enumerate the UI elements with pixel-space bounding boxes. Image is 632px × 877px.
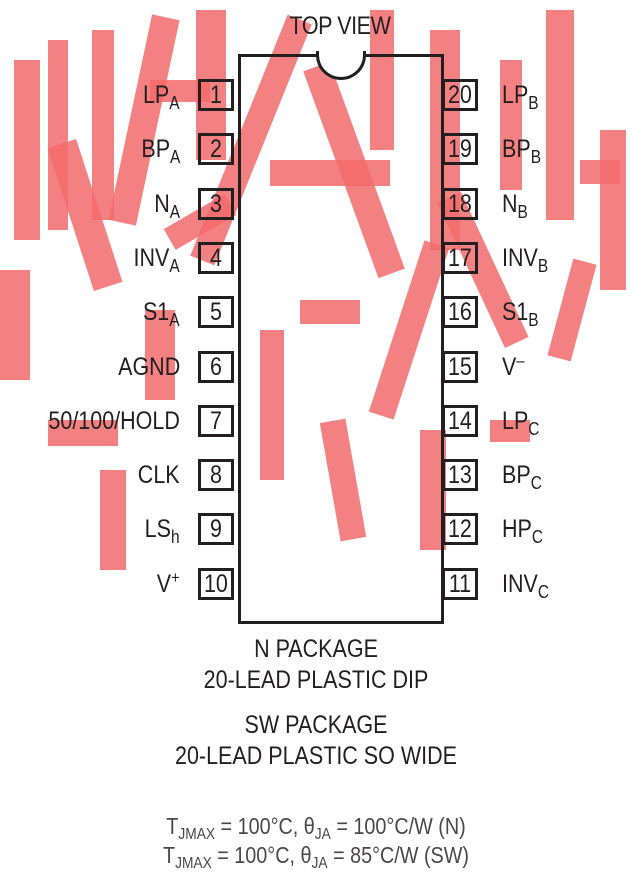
pin-7: 7 <box>198 405 234 437</box>
pin-10: 10 <box>198 568 234 600</box>
top-view-title: TOP VIEW <box>289 12 391 40</box>
pin-number: 12 <box>448 514 472 543</box>
pin-16: 16 <box>442 296 478 328</box>
pin-label-15: V– <box>502 351 525 381</box>
pin-label-17: INVB <box>502 244 549 276</box>
pin-label-12: HPC <box>502 515 544 547</box>
pin-12: 12 <box>442 513 478 545</box>
pin-1: 1 <box>198 79 234 111</box>
thermal-line-sw: TJMAX = 100°C, θJA = 85°C/W (SW) <box>162 842 470 872</box>
pin-5: 5 <box>198 296 234 328</box>
pin-label-9: LSh <box>145 515 180 547</box>
pin-label-1: LPA <box>143 81 180 113</box>
sw-package-info: SW PACKAGE 20-LEAD PLASTIC SO WIDE <box>0 710 632 772</box>
sw-package-name: SW PACKAGE <box>244 711 388 739</box>
pin-13: 13 <box>442 459 478 491</box>
pin-label-3: NA <box>154 190 180 222</box>
thermal-line-n: TJMAX = 100°C, θJA = 100°C/W (N) <box>166 813 466 843</box>
pin-6: 6 <box>198 351 234 383</box>
pin-17: 17 <box>442 242 478 274</box>
pin-label-10: V+ <box>157 568 180 598</box>
pin-label-13: BPC <box>502 461 542 493</box>
pin-label-18: NB <box>502 190 528 222</box>
pin-label-2: BPA <box>140 135 180 167</box>
pin-number: 1 <box>210 80 222 109</box>
pin-number: 4 <box>210 243 222 272</box>
n-package-name: N PACKAGE <box>254 635 378 663</box>
pin-4: 4 <box>198 242 234 274</box>
pin-label-4: INVA <box>133 244 180 276</box>
pin-number: 2 <box>210 134 222 163</box>
thermal-info: TJMAX = 100°C, θJA = 100°C/W (N) TJMAX =… <box>0 812 632 872</box>
pin-number: 6 <box>210 352 222 381</box>
pin-14: 14 <box>442 405 478 437</box>
pin-number: 5 <box>210 297 222 326</box>
pin-label-11: INVC <box>502 570 550 602</box>
pin-20: 20 <box>442 79 478 111</box>
n-package-info: N PACKAGE 20-LEAD PLASTIC DIP <box>0 634 632 696</box>
pin-label-19: BPB <box>502 135 542 167</box>
pin-label-7: 50/100/HOLD <box>48 407 180 435</box>
chip-body <box>238 54 444 624</box>
pin-11: 11 <box>442 568 478 600</box>
pin-number: 3 <box>210 189 222 218</box>
pin-18: 18 <box>442 188 478 220</box>
pin-3: 3 <box>198 188 234 220</box>
pin-number: 8 <box>210 460 222 489</box>
pin-number: 9 <box>210 514 222 543</box>
pin-number: 18 <box>448 189 472 218</box>
pin-label-20: LPB <box>502 81 539 113</box>
n-package-desc: 20-LEAD PLASTIC DIP <box>203 666 429 694</box>
sw-package-desc: 20-LEAD PLASTIC SO WIDE <box>175 742 457 770</box>
pin-label-5: S1A <box>143 298 180 330</box>
pin-19: 19 <box>442 133 478 165</box>
pin-label-14: LPC <box>502 407 540 439</box>
pin-number: 20 <box>448 80 472 109</box>
pin-label-8: CLK <box>138 461 180 489</box>
pin-number: 19 <box>448 134 472 163</box>
pin-label-6: AGND <box>117 353 180 381</box>
pin-number: 15 <box>448 352 472 381</box>
pin-number: 17 <box>448 243 472 272</box>
pin-number: 11 <box>448 569 472 598</box>
pin-2: 2 <box>198 133 234 165</box>
pin-label-16: S1B <box>502 298 539 330</box>
pin-number: 10 <box>204 569 228 598</box>
pin-8: 8 <box>198 459 234 491</box>
pin-15: 15 <box>442 351 478 383</box>
pin-number: 14 <box>448 406 472 435</box>
pin-number: 16 <box>448 297 472 326</box>
pin-number: 7 <box>210 406 222 435</box>
pin-9: 9 <box>198 513 234 545</box>
pin-number: 13 <box>448 460 472 489</box>
